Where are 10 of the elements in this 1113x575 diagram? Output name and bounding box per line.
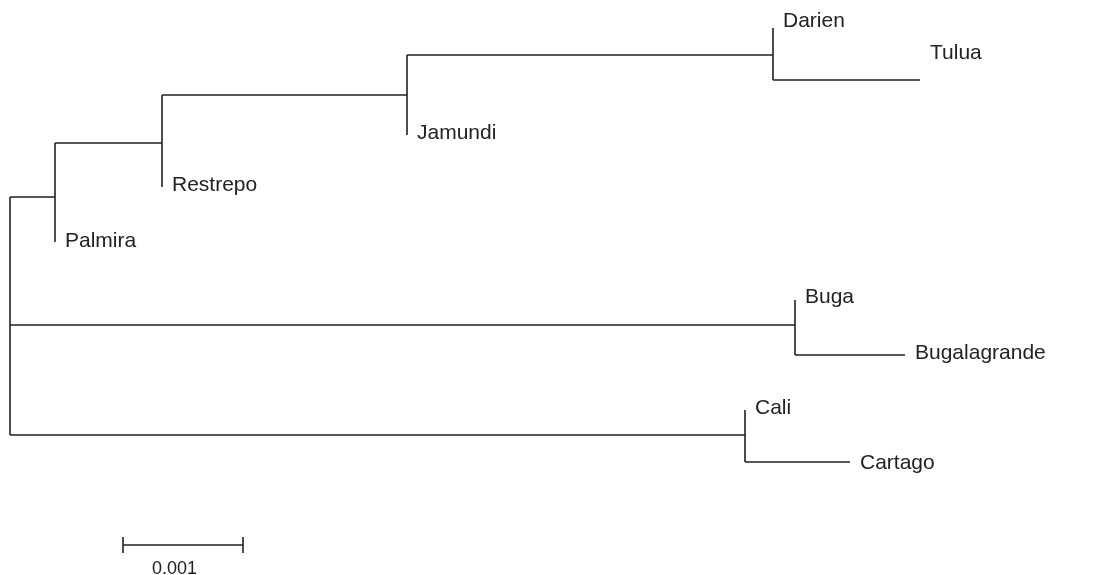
taxon-label: Bugalagrande bbox=[915, 340, 1046, 364]
taxon-label: Palmira bbox=[65, 228, 137, 252]
taxon-label: Buga bbox=[805, 284, 855, 308]
taxon-label: Jamundi bbox=[417, 120, 497, 144]
taxon-label: Cartago bbox=[860, 450, 935, 474]
taxon-label: Darien bbox=[783, 8, 845, 32]
taxon-label: Restrepo bbox=[172, 172, 258, 196]
taxon-label: Tulua bbox=[930, 40, 982, 64]
scale-value: 0.001 bbox=[152, 557, 198, 575]
taxon-label: Cali bbox=[755, 395, 792, 419]
